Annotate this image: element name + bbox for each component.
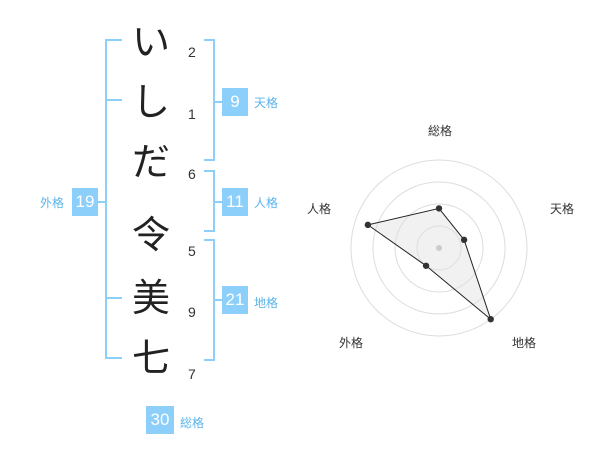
radar-ring-4: [350, 159, 528, 337]
stroke-count-3: 6: [188, 166, 196, 182]
radar-series-polygon: [366, 207, 492, 321]
stroke-count-1: 2: [188, 44, 196, 60]
radar-axis-label-4: 外格: [339, 336, 364, 350]
radar-ring-2: [394, 203, 484, 293]
gaikaku-label: 外格: [40, 196, 65, 210]
name-char-3: だ: [131, 140, 170, 184]
tenkaku-bracket: [204, 39, 215, 161]
stroke-count-2: 1: [188, 106, 196, 122]
radar-point-4: [422, 262, 430, 269]
stroke-count-4: 5: [188, 243, 196, 259]
stroke-count-6: 7: [188, 366, 196, 382]
soukaku-value: 30: [146, 406, 174, 434]
gaikaku-value: 19: [72, 188, 98, 216]
radar-ring-3: [372, 181, 506, 315]
name-char-2: し: [131, 80, 170, 124]
radar-axis-label-3: 地格: [512, 336, 537, 350]
radar-point-5: [364, 221, 372, 229]
name-char-6: 七: [131, 336, 170, 380]
name-char-5: 美: [131, 276, 170, 320]
gaikaku-bracket: [105, 39, 122, 359]
soukaku-label: 総格: [180, 416, 205, 430]
radar-axis-label-1: 総格: [428, 124, 453, 138]
chikaku-label: 地格: [254, 296, 279, 310]
radar-point-1: [435, 205, 443, 212]
radar-ring-1: [416, 225, 462, 271]
radar-points: [364, 205, 494, 323]
stroke-count-5: 9: [188, 304, 196, 320]
radar-rings: [350, 159, 528, 337]
radar-point-3: [487, 315, 494, 323]
jinkaku-label: 人格: [254, 196, 279, 210]
radar-center-dot: [436, 245, 442, 251]
name-char-1: い: [131, 20, 170, 64]
tenkaku-value: 9: [222, 88, 248, 116]
radar-axis-label-5: 人格: [307, 202, 332, 216]
tenkaku-label: 天格: [254, 96, 279, 110]
name-char-4: 令: [131, 213, 170, 257]
radar-axis-label-2: 天格: [550, 202, 575, 216]
chikaku-value: 21: [222, 286, 248, 314]
radar-point-2: [460, 236, 468, 244]
jinkaku-value: 11: [222, 188, 248, 216]
